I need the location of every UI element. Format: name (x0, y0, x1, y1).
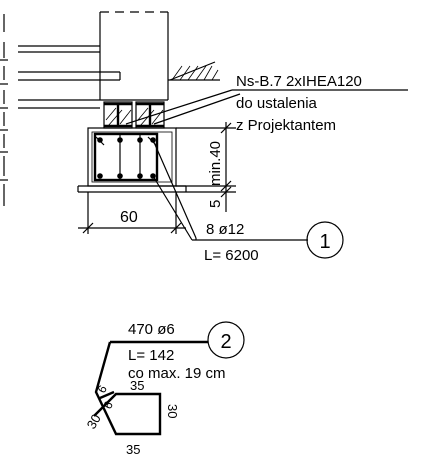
steel-beams (103, 101, 165, 129)
stirrup-spacing: co max. 19 cm (128, 365, 226, 382)
stirrup-shape (93, 340, 208, 436)
beam-leader (125, 89, 408, 125)
main-rebar-mark: 1 (319, 231, 330, 253)
column (99, 11, 169, 100)
cover-dimension-label: 5 (207, 200, 224, 208)
rebar-cage (93, 132, 159, 182)
floor-slab (18, 45, 168, 109)
main-rebar-mark-circle (306, 221, 344, 259)
stirrup-side-left: 30 (84, 411, 104, 431)
main-rebar-spec: 8 ø12 (206, 221, 244, 238)
height-dimension (176, 122, 236, 212)
width-dimension-label: 60 (120, 209, 138, 226)
width-dimension (78, 192, 186, 234)
main-rebar-length: L= 6200 (204, 247, 259, 264)
stirrup-side-right: 30 (165, 404, 180, 418)
beam-label-line2: do ustalenia (236, 95, 318, 112)
section-break-marks (0, 14, 8, 206)
stirrup-side-bottom: 35 (126, 442, 140, 457)
beam-label-line1: Ns-B.7 2xIHEA120 (236, 73, 362, 90)
stirrup-side-top: 35 (130, 378, 144, 393)
beam-label-line3: z Projektantem (236, 117, 336, 134)
stirrup-mark: 2 (220, 331, 231, 353)
soil-hatch (168, 61, 220, 81)
stirrup-spec: 470 ø6 (128, 321, 175, 338)
stirrup-length: L= 142 (128, 347, 174, 364)
height-dimension-label: min.40 (207, 141, 224, 186)
stirrup-mark-circle (207, 321, 245, 359)
footing (77, 127, 187, 193)
main-rebar-leader (152, 139, 308, 241)
